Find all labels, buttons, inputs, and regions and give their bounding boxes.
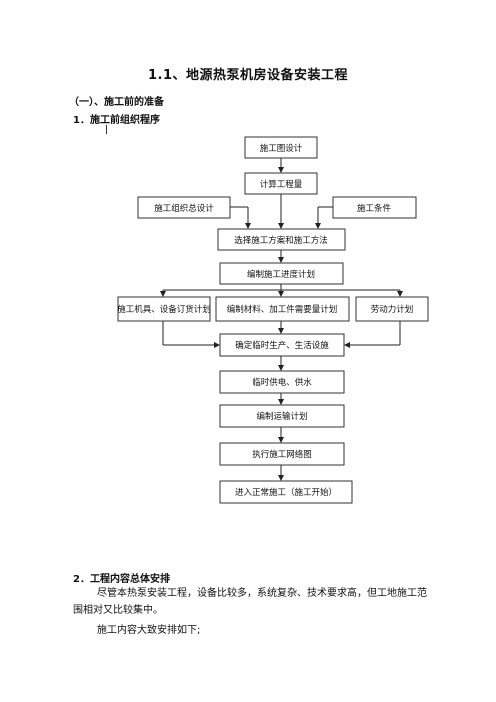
flow-label-schedule: 编制施工进度计划: [247, 269, 315, 280]
paragraph-1: 尽管本热泵安装工程，设备比较多，系统复杂、技术要求高，但工地施工范围相对又比较集…: [73, 588, 427, 616]
flow-label-temp-facilities: 确定临时生产、生活设施: [235, 340, 329, 351]
flow-box-power-water: [219, 370, 345, 394]
flow-box-start: [219, 480, 353, 504]
subsection-heading-2: 2．工程内容总体安排: [73, 574, 170, 585]
subsection-heading-1: 1．施工前组织程序: [73, 115, 160, 126]
flow-box-materials: [215, 296, 350, 322]
document-title: 1.1、地源热泵机房设备安装工程: [147, 68, 349, 83]
flow-label-labor: 劳动力计划: [371, 304, 414, 315]
flow-box-transport: [219, 404, 345, 428]
flow-label-org-design: 施工组织总设计: [154, 203, 214, 214]
section-heading: （一）、施工前的准备: [69, 97, 164, 108]
flow-label-conditions: 施工条件: [357, 203, 392, 214]
paragraph-2: 施工内容大致安排如下;: [97, 625, 201, 636]
flow-label-transport: 编制运输计划: [256, 411, 307, 422]
flow-label-quantity: 计算工程量: [260, 179, 303, 190]
flow-label-design: 施工图设计: [260, 143, 303, 154]
flow-label-start: 进入正常施工（施工开始）: [235, 487, 337, 498]
flow-box-machinery: [117, 296, 211, 322]
cursor-mark: [106, 125, 107, 134]
flow-label-power-water: 临时供电、供水: [252, 377, 312, 388]
flow-label-materials: 编制材料、加工件需要量计划: [227, 304, 338, 315]
flow-label-network: 执行施工网络图: [252, 449, 312, 460]
flow-box-labor: [355, 296, 429, 322]
flow-label-method: 选择施工方案和施工方法: [234, 235, 328, 246]
flow-label-machinery: 施工机具、设备订货计划: [117, 304, 211, 315]
flow-box-network: [219, 442, 345, 466]
